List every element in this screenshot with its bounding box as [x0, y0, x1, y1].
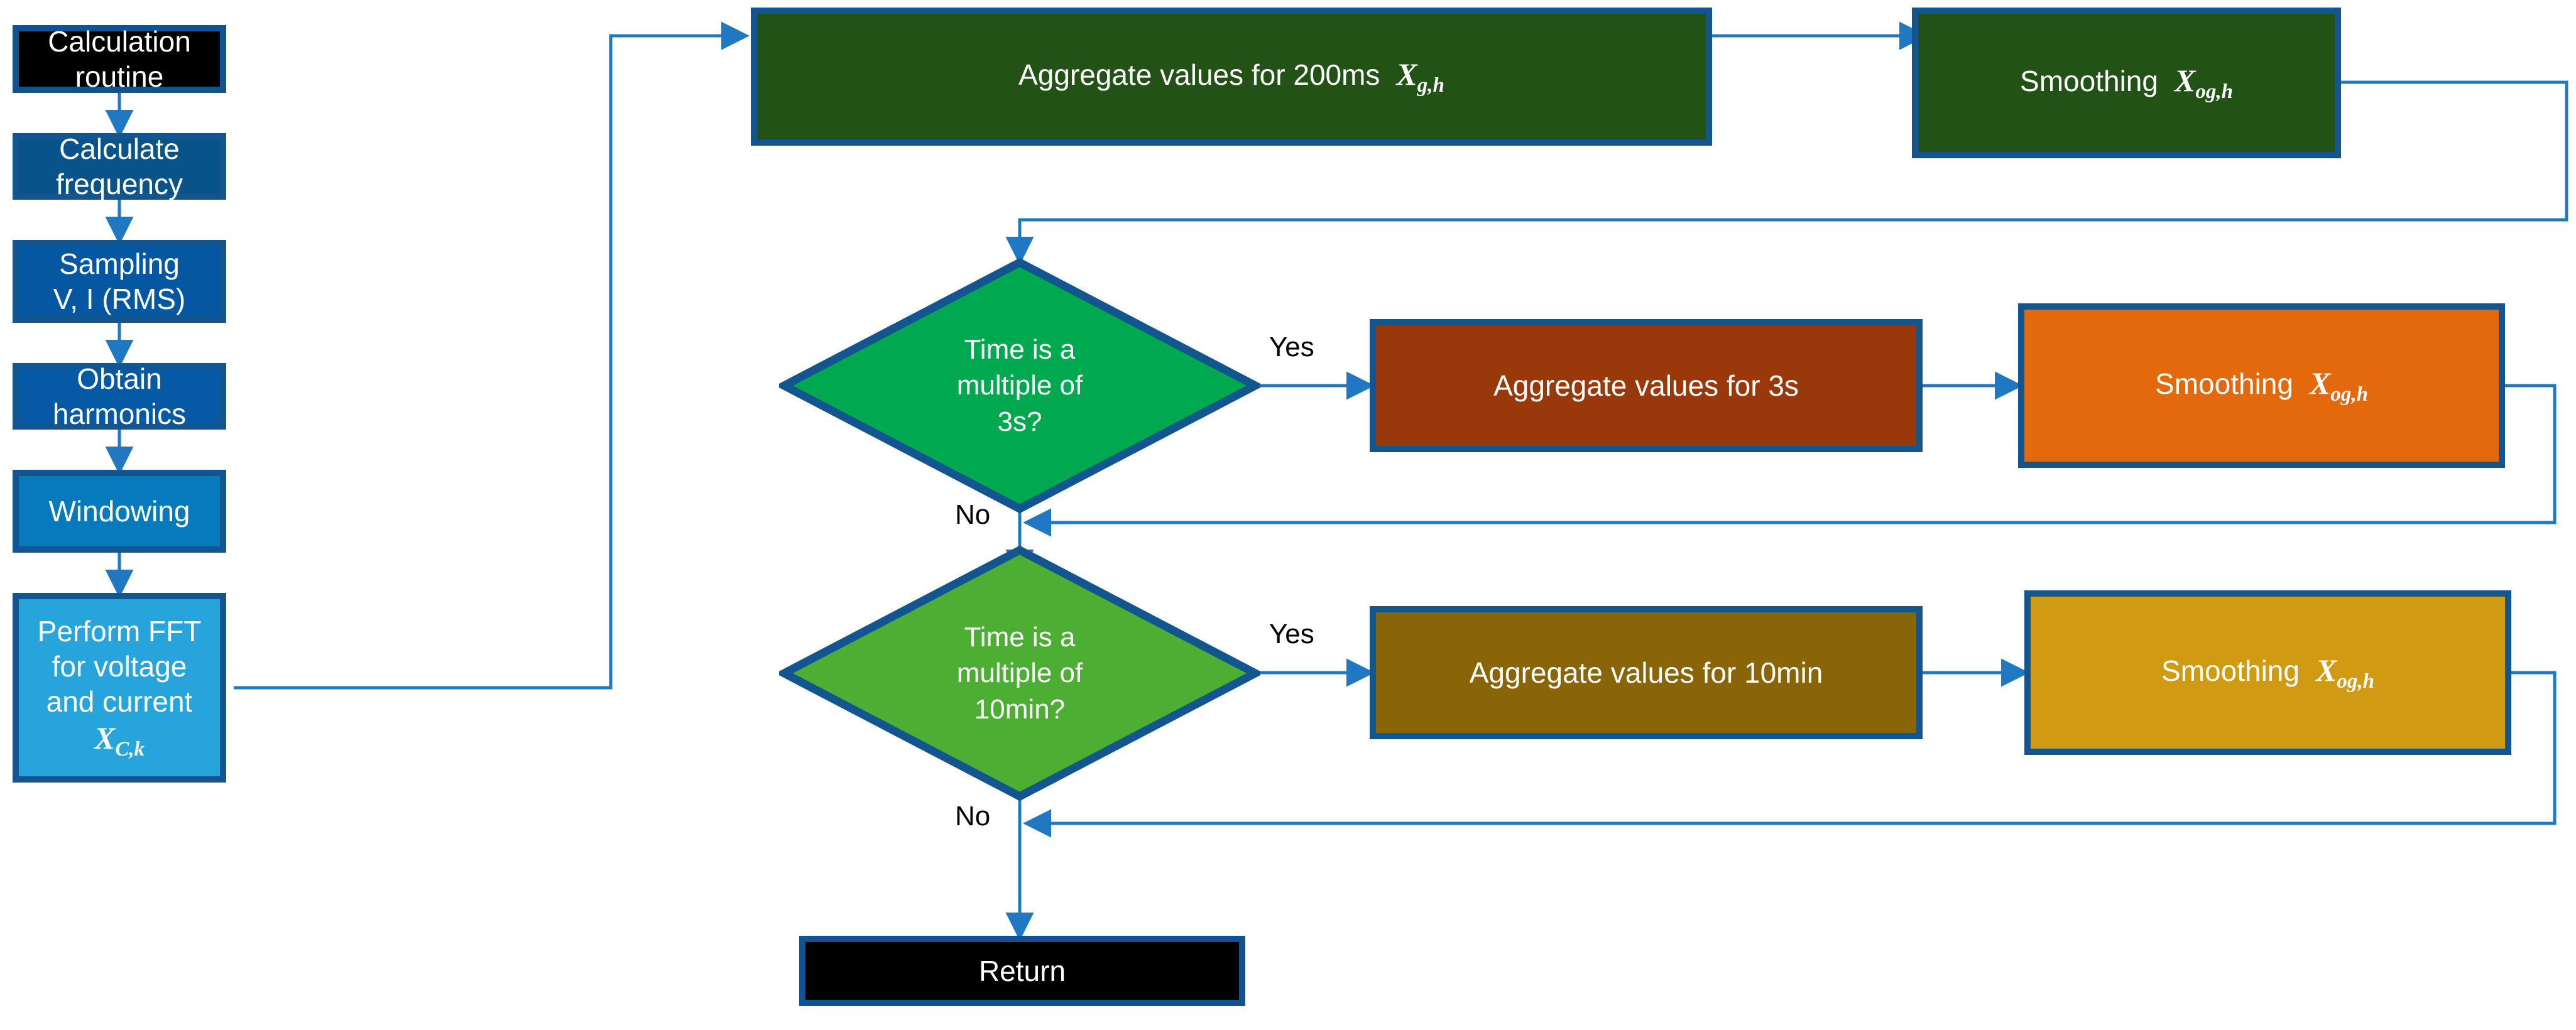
- node-smoothing-200ms-symbol: Xog,h: [2174, 62, 2233, 103]
- decision-10min-shape: [775, 545, 1265, 801]
- node-smoothing-200ms[interactable]: Smoothing Xog,h: [1912, 8, 2341, 158]
- node-smoothing-10min[interactable]: Smoothing Xog,h: [2024, 590, 2511, 755]
- edge-label-no-3s: No: [955, 499, 991, 530]
- edge-smoothing10min-to-return-junction: [1023, 671, 2557, 838]
- edge-label-yes-10min: Yes: [1269, 619, 1314, 649]
- node-aggregate-10min[interactable]: Aggregate values for 10min: [1370, 606, 1923, 739]
- node-aggregate-200ms-label: Aggregate values for 200ms: [1018, 58, 1380, 91]
- node-smoothing-10min-symbol: Xog,h: [2315, 652, 2374, 693]
- node-calculation-routine[interactable]: Calculation routine: [13, 25, 226, 93]
- node-windowing[interactable]: Windowing: [13, 470, 226, 553]
- node-perform-fft-symbol-subscript: C,k: [115, 738, 145, 761]
- node-smoothing-3s-label: Smoothing: [2155, 367, 2293, 400]
- decision-3s-shape: [775, 258, 1265, 514]
- node-smoothing-10min-symbol-subscript: og,h: [2337, 670, 2374, 693]
- node-decision-multiple-of-3s[interactable]: Time is a multiple of 3s?: [775, 258, 1265, 514]
- node-aggregate-200ms-symbol: Xg,h: [1396, 56, 1444, 97]
- node-perform-fft-symbol: XC,k: [94, 720, 145, 761]
- node-decision-multiple-of-10min[interactable]: Time is a multiple of 10min?: [775, 545, 1265, 801]
- node-perform-fft-label-line2: and current: [46, 685, 193, 718]
- edge-label-no-10min: No: [955, 801, 991, 832]
- node-smoothing-3s-symbol-subscript: og,h: [2330, 382, 2368, 406]
- node-smoothing-3s[interactable]: Smoothing Xog,h: [2018, 303, 2505, 468]
- node-aggregate-10min-label: Aggregate values for 10min: [1469, 656, 1823, 689]
- edge-label-yes-3s: Yes: [1269, 332, 1314, 362]
- node-obtain-harmonics[interactable]: Obtain harmonics: [13, 362, 226, 430]
- node-obtain-harmonics-label: Obtain harmonics: [52, 362, 187, 430]
- node-sampling-label-line2: V, I (RMS): [53, 283, 186, 315]
- edge-fft-to-aggregate200ms: [234, 21, 750, 690]
- node-smoothing-200ms-symbol-subscript: og,h: [2195, 80, 2233, 103]
- node-return[interactable]: Return: [799, 936, 1245, 1006]
- node-windowing-label: Windowing: [48, 494, 190, 528]
- node-return-label: Return: [978, 954, 1066, 987]
- edge-smoothing3s-to-decision10min-junction: [1023, 384, 2557, 537]
- node-aggregate-3s-label: Aggregate values for 3s: [1493, 369, 1799, 402]
- node-perform-fft-label-line1: Perform FFT for voltage: [37, 614, 202, 683]
- node-calculate-frequency[interactable]: Calculate frequency: [13, 133, 226, 200]
- node-aggregate-3s[interactable]: Aggregate values for 3s: [1370, 319, 1923, 452]
- node-smoothing-10min-label: Smoothing: [2161, 654, 2300, 687]
- node-smoothing-3s-symbol: Xog,h: [2309, 365, 2368, 406]
- node-aggregate-200ms-symbol-subscript: g,h: [1417, 73, 1444, 97]
- node-smoothing-200ms-label: Smoothing: [2020, 64, 2158, 97]
- node-aggregate-200ms[interactable]: Aggregate values for 200ms Xg,h: [751, 8, 1712, 146]
- node-calculation-routine-label: Calculation routine: [48, 24, 191, 93]
- node-perform-fft[interactable]: Perform FFT for voltage and current XC,k: [13, 593, 226, 783]
- node-calculate-frequency-label: Calculate frequency: [55, 132, 183, 200]
- node-sampling-label-line1: Sampling: [59, 247, 180, 280]
- node-sampling[interactable]: Sampling V, I (RMS): [13, 240, 226, 323]
